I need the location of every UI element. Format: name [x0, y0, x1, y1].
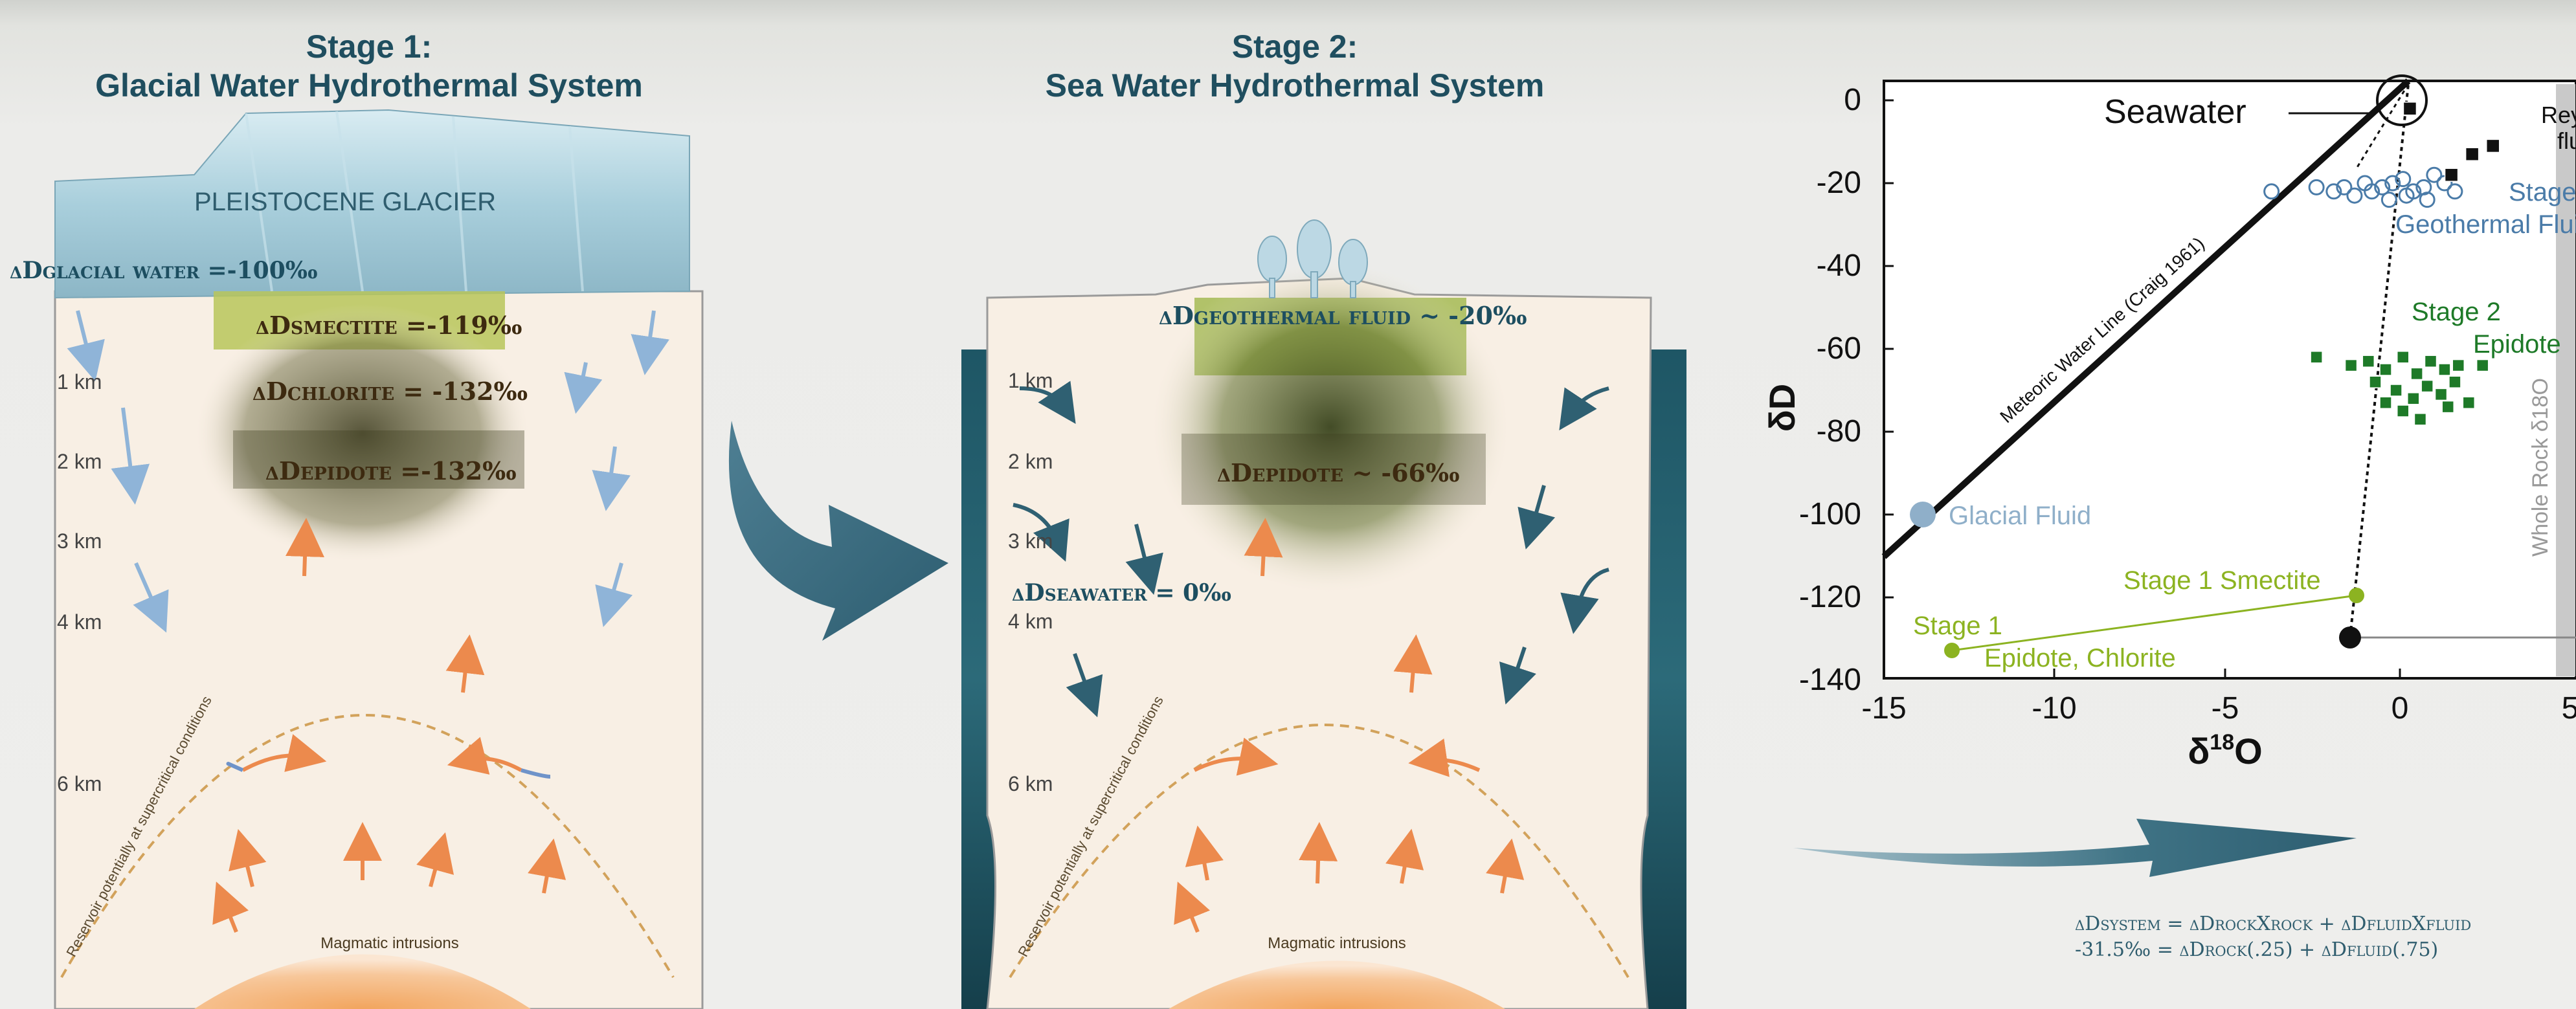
epidote-point	[2477, 360, 2489, 371]
stage1-title: Stage 1: Glacial Water Hydrothermal Syst…	[39, 27, 699, 105]
stage2-epi-label-2: Epidote	[2473, 330, 2561, 359]
y-tick-6: -120	[1799, 580, 1861, 614]
stage2-epi-label-1: Stage 2	[2412, 298, 2501, 326]
epidote-point	[2442, 401, 2454, 413]
equations: δDsystem = δDrockXrock + δDfluidXfluid -…	[2075, 911, 2471, 963]
x-tick-labels: -15 -10 -5 0 5	[1861, 691, 2576, 726]
y-tick-0: 0	[1844, 83, 1861, 117]
x-tick-0: -15	[1861, 691, 1906, 726]
y-tick-3: -60	[1817, 331, 1861, 366]
stage1-depth-4: 4 km	[57, 610, 102, 634]
reykjanes-point	[2403, 102, 2416, 115]
smectite-delta: δDsmectite =-119‰	[256, 311, 522, 340]
stage2-epidote-delta: δDepidote ~ -66‰	[1217, 458, 1460, 487]
epidote-point	[2380, 364, 2391, 375]
equation-line2: -31.5‰ = δDrock(.25) + δDfluid(.75)	[2075, 937, 2471, 963]
geothermal-delta: δDgeothermal fluid ~ -20‰	[1159, 301, 1527, 330]
y-tick-1: -20	[1817, 166, 1861, 200]
epidote-point	[2380, 397, 2391, 408]
epidote-point	[2411, 368, 2423, 379]
epidote-point	[2362, 355, 2374, 367]
x-axis-title: δ18O	[2188, 730, 2262, 771]
y-tick-labels: 0 -20 -40 -60 -80 -100 -120 -140	[1799, 83, 1861, 697]
stage2-depth-2: 2 km	[1008, 450, 1053, 474]
transition-arrow	[719, 408, 952, 667]
epidote-point	[2369, 376, 2381, 388]
equation-line1: δDsystem = δDrockXrock + δDfluidXfluid	[2075, 911, 2471, 937]
stage2-illustration: Reservoir potentially at supercritical c…	[961, 214, 1686, 1009]
reykjanes-point	[2466, 148, 2479, 161]
reykjanes-label-2: fluid	[2557, 128, 2576, 154]
stage1-title-line1: Stage 1:	[39, 27, 699, 66]
y-tick-2: -40	[1817, 249, 1861, 283]
bottom-swoosh-arrow	[1787, 809, 2369, 887]
stage1-smectite-label: Stage 1 Smectite	[2123, 566, 2321, 595]
reykjanes-point	[2487, 139, 2500, 152]
x-tick-2: -5	[2212, 691, 2239, 726]
epidote-point	[2436, 388, 2447, 400]
whole-rock-bar	[2556, 84, 2575, 676]
epidote-point	[2414, 414, 2426, 425]
stage1-epidote-delta: δDepidote =-132‰	[265, 456, 517, 485]
epidote-point	[2449, 376, 2461, 388]
reykjanes-label-1: Reykjan	[2541, 102, 2576, 128]
whole-rock-label: Whole Rock δ18O	[2528, 378, 2553, 557]
epidote-point	[2408, 393, 2419, 405]
epidote-point	[2425, 355, 2437, 367]
isotope-plot: 0 -20 -40 -60 -80 -100 -120 -140 -15 -10…	[1735, 65, 2576, 809]
epidote-point	[2397, 405, 2409, 417]
glacial-water-delta: δDglacial water =-100‰	[10, 257, 318, 284]
x-tick-1: -10	[2032, 691, 2076, 726]
x-tick-4: 5	[2562, 691, 2576, 726]
stage1-depth-2: 2 km	[57, 450, 102, 474]
chlorite-delta: δDchlorite = -132‰	[252, 377, 528, 406]
stage2-panel: Reservoir potentially at supercritical c…	[961, 214, 1686, 1009]
stage1-ec-label-2: Epidote, Chlorite	[1984, 644, 2176, 672]
epidote-point	[2311, 351, 2322, 363]
stage2-title: Stage 2: Sea Water Hydrothermal System	[971, 27, 1618, 105]
y-tick-7: -140	[1799, 663, 1861, 697]
stage2-title-line1: Stage 2:	[971, 27, 1618, 66]
y-axis-title: δD	[1762, 384, 1802, 432]
epidote-point	[2390, 384, 2402, 396]
stage1-ec-label-1: Stage 1	[1913, 612, 2002, 640]
glacial-fluid-point	[1910, 502, 1936, 527]
epidote-point	[2439, 364, 2450, 375]
stage2-depth-6: 6 km	[1008, 772, 1053, 796]
epidote-point	[2452, 360, 2464, 371]
epidote-point	[2463, 397, 2474, 408]
epidote-point	[2421, 381, 2433, 392]
epidote-point	[2397, 351, 2409, 363]
reykjanes-point	[2445, 168, 2458, 181]
stage2-depth-1: 1 km	[1008, 369, 1053, 393]
glacier-label: PLEISTOCENE GLACIER	[194, 188, 496, 217]
x-tick-3: 0	[2391, 691, 2409, 726]
stage1-depth-3: 3 km	[57, 529, 102, 553]
stage2-title-line2: Sea Water Hydrothermal System	[971, 66, 1618, 105]
stage2-geo-label-1: Stage 2	[2509, 178, 2576, 206]
stage1-depth-6: 6 km	[57, 772, 102, 796]
steam-plumes	[1258, 220, 1367, 298]
stage1-panel: Reservoir potentially at supercritical c…	[0, 97, 712, 1009]
glacial-fluid-label: Glacial Fluid	[1949, 502, 2091, 530]
stage1-ec-point	[1944, 643, 1960, 658]
stage1-bulk-point	[2339, 626, 2361, 649]
stage1-depth-1: 1 km	[57, 370, 102, 394]
stage2-magmatic-text: Magmatic intrusions	[1268, 935, 1406, 952]
y-tick-5: -100	[1799, 497, 1861, 531]
stage2-geo-label-2: Geothermal Fluid	[2395, 210, 2576, 239]
stage1-magmatic-text: Magmatic intrusions	[320, 935, 458, 952]
seawater-label: Seawater	[2104, 93, 2246, 131]
stage1-smectite-point	[2349, 588, 2364, 603]
epidote-point	[2346, 360, 2357, 371]
stage2-depth-3: 3 km	[1008, 529, 1053, 553]
seawater-delta: δDseawater = 0‰	[1012, 579, 1231, 606]
y-tick-4: -80	[1817, 414, 1861, 449]
stage1-illustration: Reservoir potentially at supercritical c…	[0, 97, 712, 1009]
stage2-depth-4: 4 km	[1008, 610, 1053, 634]
